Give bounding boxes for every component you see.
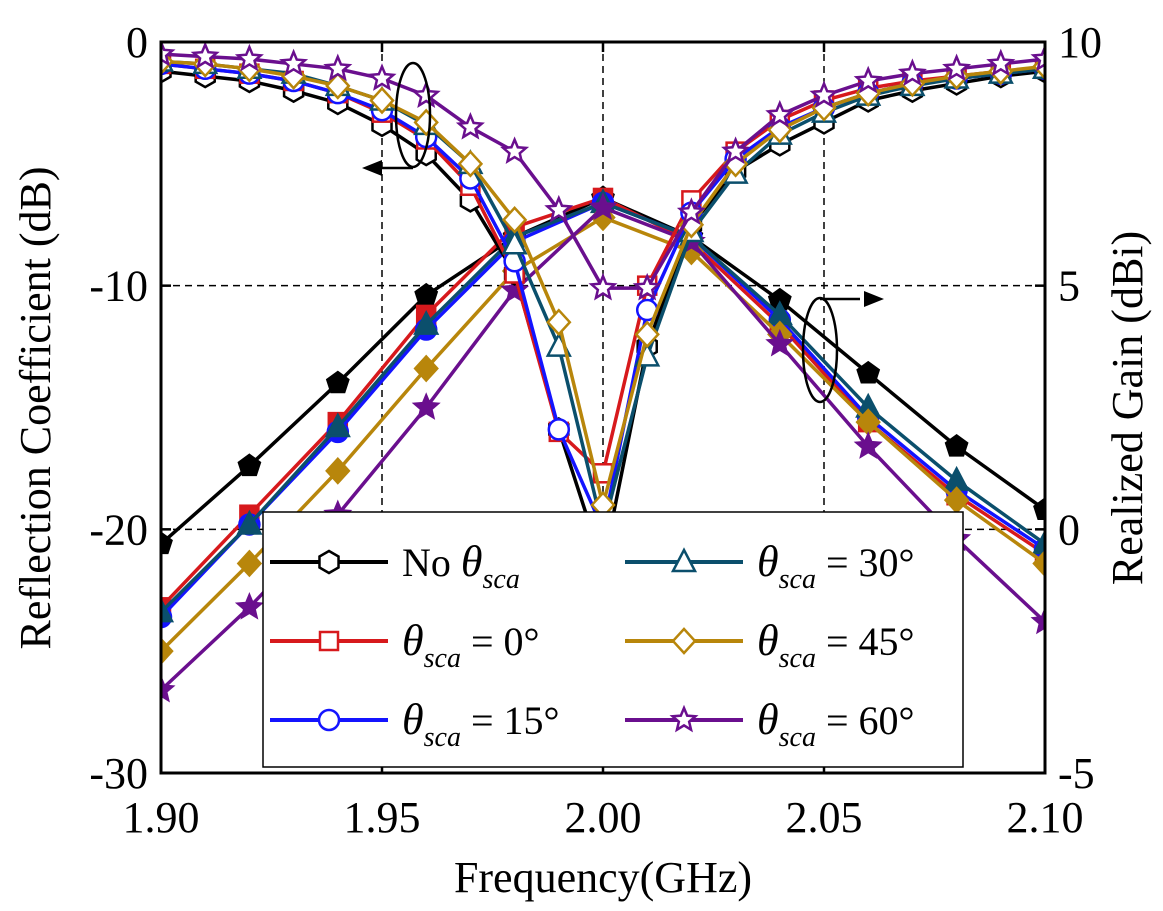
x-tick-label: 2.10 bbox=[1007, 793, 1084, 842]
gain-series-point bbox=[236, 549, 263, 578]
gain-series-point bbox=[944, 433, 969, 457]
x-tick-label: 1.90 bbox=[123, 793, 200, 842]
annotation-arrowhead-gain bbox=[864, 291, 884, 307]
gain-series-point bbox=[1032, 549, 1045, 578]
gain-series-point bbox=[411, 392, 441, 420]
y-left-tick-label: 0 bbox=[126, 18, 148, 67]
x-tick-label: 2.05 bbox=[786, 793, 863, 842]
x-tick-label: 2.00 bbox=[565, 793, 642, 842]
gain-series-point bbox=[1033, 497, 1045, 520]
gain-series-point bbox=[325, 370, 350, 394]
reflection-series-point bbox=[501, 206, 528, 234]
legend-marker bbox=[317, 708, 341, 732]
y-right-tick-label: 5 bbox=[1058, 262, 1080, 311]
reflection-series-point bbox=[588, 272, 618, 301]
legend-marker bbox=[318, 549, 340, 575]
legend-marker bbox=[669, 704, 699, 733]
legend-item-deg60: θsca = 60° bbox=[625, 695, 915, 753]
reflection-series-point bbox=[765, 99, 795, 128]
reflection-series-point bbox=[721, 136, 751, 164]
reflection-series-point bbox=[323, 53, 353, 82]
annotation-arrowhead-reflection bbox=[362, 160, 382, 176]
y-left-tick-label: -10 bbox=[89, 262, 148, 311]
gain-series-point bbox=[325, 457, 351, 485]
reflection-series-point bbox=[457, 149, 484, 178]
reflection-series-point bbox=[988, 57, 1014, 86]
gain-series-point bbox=[588, 192, 618, 221]
gain-series-point bbox=[236, 509, 263, 535]
series-layer bbox=[161, 42, 1045, 703]
reflection-series-point bbox=[500, 136, 530, 164]
plot-area bbox=[161, 42, 1045, 703]
annotations bbox=[362, 61, 884, 404]
reflection-series-point bbox=[634, 320, 660, 349]
y-left-tick-label: -30 bbox=[89, 749, 148, 798]
reflection-series-point bbox=[279, 48, 309, 77]
legend-marker bbox=[318, 630, 340, 652]
gain-series-point bbox=[856, 360, 881, 384]
reflection-series-point bbox=[853, 65, 883, 94]
gain-series-point bbox=[161, 674, 176, 703]
gain-series-point bbox=[1030, 606, 1045, 635]
legend-item-no: No θsca bbox=[270, 537, 520, 595]
reflection-series-point bbox=[1030, 43, 1045, 72]
gain-series-point bbox=[1031, 529, 1045, 555]
legend-marker bbox=[670, 547, 698, 573]
reflection-series-point bbox=[190, 42, 220, 69]
legend-label: θsca = 30° bbox=[757, 537, 915, 595]
reflection-series-point bbox=[325, 72, 351, 100]
x-axis-label: Frequency(GHz) bbox=[454, 853, 752, 902]
gain-series-point bbox=[161, 637, 174, 666]
legend-label: No θsca bbox=[402, 537, 520, 595]
gain-series-point bbox=[413, 309, 440, 335]
reflection-series-point bbox=[676, 197, 706, 225]
reflection-series-point bbox=[413, 108, 439, 137]
reflection-series-point bbox=[546, 308, 572, 337]
legend-label: θsca = 45° bbox=[757, 616, 915, 674]
axis-ticks: 1.90 1.95 2.00 2.05 2.10 0 -10 -20 -30 10 5 0 -5 bbox=[89, 18, 1102, 842]
legend-label: θsca = 60° bbox=[757, 695, 915, 753]
legend-label: θsca = 0° bbox=[402, 616, 540, 674]
y-right-tick-label: -5 bbox=[1058, 749, 1095, 798]
y-left-tick-label: -20 bbox=[89, 505, 148, 554]
legend-item-deg30: θsca = 30° bbox=[625, 537, 915, 595]
reflection-series-point bbox=[234, 43, 264, 72]
reflection-series-point bbox=[501, 229, 528, 255]
reflection-series-deg60 bbox=[161, 42, 1045, 301]
reflection-series-point bbox=[455, 112, 485, 140]
gain-series-point bbox=[413, 354, 439, 383]
reflection-series-point bbox=[942, 53, 972, 82]
y-axis-left-label: Reflection Coefficient (dB) bbox=[11, 166, 60, 649]
reflection-series-point bbox=[369, 86, 395, 115]
gain-series-point bbox=[414, 282, 439, 306]
reflection-series-point bbox=[632, 272, 662, 301]
reflection-series-point bbox=[547, 418, 571, 441]
reflection-series-point bbox=[897, 58, 927, 87]
y-right-tick-label: 10 bbox=[1058, 18, 1102, 67]
y-axis-right-label: Realized Gain (dBi) bbox=[1103, 231, 1152, 585]
reflection-series-point bbox=[986, 48, 1016, 77]
reflection-series-point bbox=[161, 42, 176, 67]
y-right-tick-label: 0 bbox=[1058, 505, 1080, 554]
legend-item-deg0: θsca = 0° bbox=[270, 616, 540, 674]
legend-item-deg15: θsca = 15° bbox=[270, 695, 560, 753]
gain-series-point bbox=[765, 328, 795, 357]
gain-series-point bbox=[853, 431, 883, 459]
reflection-series-point bbox=[411, 80, 441, 108]
gain-series-point bbox=[161, 531, 173, 555]
reflection-series-point bbox=[367, 63, 397, 91]
gain-series-point bbox=[161, 597, 175, 623]
x-tick-label: 1.95 bbox=[344, 793, 421, 842]
gain-series-point bbox=[324, 412, 351, 438]
legend-label: θsca = 15° bbox=[402, 695, 560, 753]
legend-item-deg45: θsca = 45° bbox=[625, 616, 915, 674]
legend-marker bbox=[671, 627, 697, 655]
legend: No θsca θsca = 0° θsca = 15° θsca = 30° θsca… bbox=[262, 511, 964, 768]
reflection-series-point bbox=[544, 194, 574, 223]
gain-series-point bbox=[237, 453, 262, 477]
gain-series-point bbox=[234, 592, 264, 620]
reflection-series-point bbox=[809, 80, 839, 108]
